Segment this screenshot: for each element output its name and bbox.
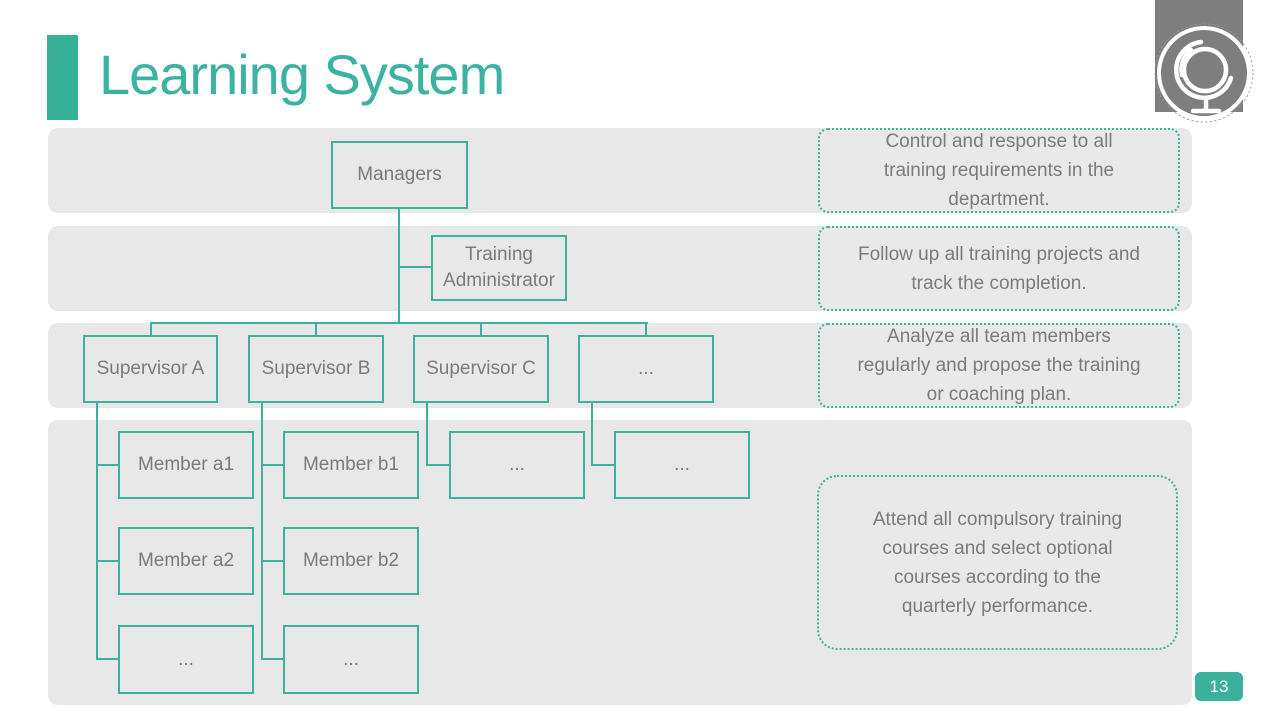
org-box-member-b-more: ... <box>283 625 419 694</box>
org-box-member-b2: Member b2 <box>283 527 419 595</box>
connector-members-d-vertical <box>591 403 593 466</box>
connector-member-b3-stub <box>263 658 283 660</box>
connector-supervisor-a-stub <box>150 324 152 335</box>
note-training-admin: Follow up all training projects and trac… <box>818 226 1180 311</box>
globe-icon <box>1154 23 1254 123</box>
connector-member-c1-stub <box>428 464 449 466</box>
org-box-managers: Managers <box>331 141 468 209</box>
org-box-member-c-more: ... <box>449 431 585 499</box>
org-box-supervisor-b: Supervisor B <box>248 335 384 403</box>
connector-supervisor-b-stub <box>315 324 317 335</box>
org-box-supervisor-more: ... <box>578 335 714 403</box>
org-box-supervisor-c: Supervisor C <box>413 335 549 403</box>
connector-supervisor-rail <box>150 322 648 324</box>
org-box-member-d-more: ... <box>614 431 750 499</box>
connector-member-d1-stub <box>593 464 614 466</box>
org-box-member-a1: Member a1 <box>118 431 254 499</box>
note-supervisors: Analyze all team members regularly and p… <box>818 323 1180 408</box>
connector-member-b2-stub <box>263 560 283 562</box>
page-title: Learning System <box>99 43 505 106</box>
connector-member-a1-stub <box>98 464 118 466</box>
org-box-training-administrator: Training Administrator <box>431 235 567 301</box>
connector-supervisor-c-stub <box>480 324 482 335</box>
connector-supervisor-d-stub <box>645 324 647 335</box>
page-number-badge: 13 <box>1195 672 1243 701</box>
connector-training-admin-stub <box>398 266 431 268</box>
connector-member-b1-stub <box>263 464 283 466</box>
org-box-member-b1: Member b1 <box>283 431 419 499</box>
org-box-member-a2: Member a2 <box>118 527 254 595</box>
connector-members-a-vertical <box>96 403 98 660</box>
connector-members-b-vertical <box>261 403 263 660</box>
note-members: Attend all compulsory training courses a… <box>817 475 1178 650</box>
note-managers: Control and response to all training req… <box>818 128 1180 213</box>
org-box-supervisor-a: Supervisor A <box>83 335 218 403</box>
connector-member-a2-stub <box>98 560 118 562</box>
connector-member-a3-stub <box>98 658 118 660</box>
title-accent-bar <box>47 35 78 120</box>
connector-members-c-vertical <box>426 403 428 466</box>
org-box-member-a-more: ... <box>118 625 254 694</box>
